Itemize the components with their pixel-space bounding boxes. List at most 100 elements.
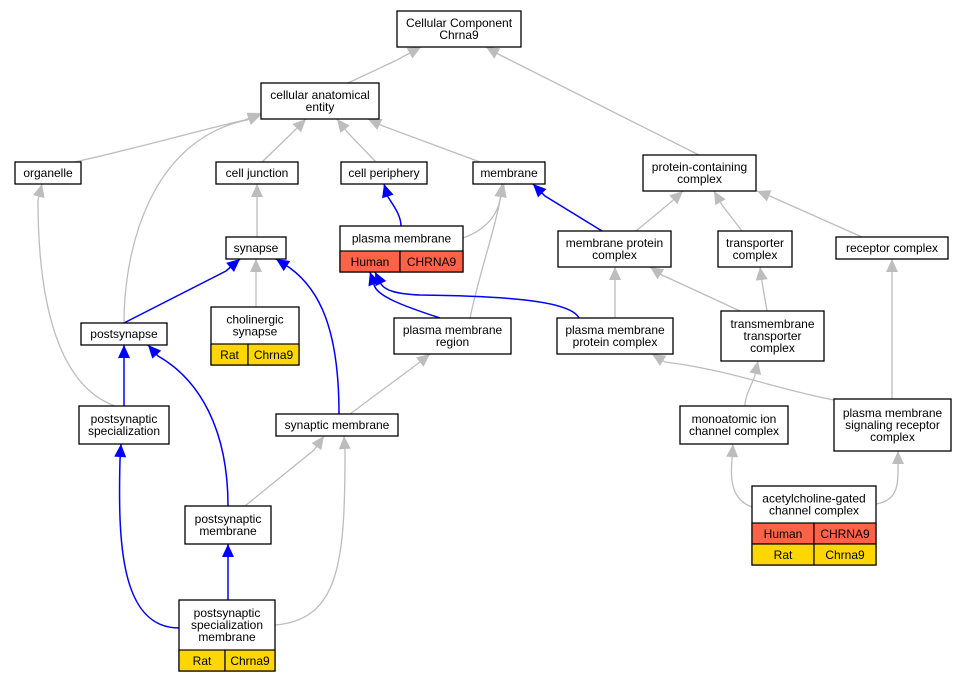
term-label-line: synaptic membrane [285, 418, 390, 432]
term-label-line: signaling receptor [845, 418, 940, 432]
gene-cell [224, 649, 276, 672]
edge-line [147, 344, 229, 507]
gene-label: Chrna9 [254, 348, 294, 362]
term-label-line: complex [870, 430, 915, 444]
term-box [556, 317, 674, 355]
arrowhead-icon [669, 191, 683, 205]
gene-label: CHRNA9 [820, 527, 870, 541]
edge-synaptic_membrane-to-synapse [275, 258, 340, 415]
edge-ach_gated_channel_complex-to-ion_channel_complex [726, 443, 753, 508]
edge-pm_protein_complex-to-membrane_protein_complex [609, 267, 621, 318]
term-label-line: complex [677, 172, 722, 186]
arrowhead-icon [714, 191, 726, 206]
term-label-line: synapse [234, 241, 279, 255]
term-label-line: protein-containing [652, 160, 747, 174]
arrowhead-icon [222, 544, 234, 557]
term-label-line: specialization [191, 618, 263, 632]
term-label-line: membrane [198, 630, 256, 644]
edge-psm-to-synaptic_membrane [274, 435, 351, 626]
edges-layer [33, 46, 904, 629]
arrowhead-icon [338, 436, 351, 450]
term-node-cell-periphery[interactable]: cell periphery [340, 161, 428, 185]
term-label-line: postsynaptic [194, 606, 261, 620]
edge-pm_region-to-membrane [469, 183, 507, 319]
term-node-membrane[interactable]: membrane [472, 161, 546, 185]
gene-cell [247, 343, 300, 366]
edge-line [123, 114, 262, 324]
term-node-cell-junction[interactable]: cell junction [215, 161, 299, 185]
edge-line [244, 435, 325, 507]
arrowhead-icon [726, 444, 739, 458]
edge-plasma_membrane-to-cell_periphery [382, 183, 402, 227]
term-label-line: plasma membrane [565, 323, 665, 337]
term-box [557, 230, 672, 268]
arrowhead-icon [114, 444, 127, 458]
species-label: Human [764, 527, 803, 541]
term-label-line: plasma membrane [352, 232, 452, 246]
gene-cell [813, 543, 877, 566]
term-box [340, 161, 428, 185]
term-node-postsynapse[interactable]: postsynapse [80, 322, 168, 346]
edge-membrane-to-cae [367, 118, 481, 163]
edge-postsynapse-to-cae [123, 113, 262, 324]
term-label-line: postsynaptic [91, 412, 158, 426]
arrowhead-icon [652, 354, 667, 366]
term-label-line: channel complex [689, 424, 779, 438]
term-label-line: complex [592, 248, 637, 262]
term-node-receptor-complex[interactable]: receptor complex [835, 236, 949, 260]
term-label-line: receptor complex [846, 241, 938, 255]
edge-postsynaptic_membrane-to-postsynapse [147, 344, 229, 507]
arrowhead-icon [650, 267, 665, 280]
species-label: Rat [774, 548, 793, 562]
term-label-line: membrane [199, 524, 257, 538]
species-label: Human [351, 255, 390, 269]
edge-line [118, 443, 180, 629]
term-node-synapse[interactable]: synapse [225, 236, 287, 260]
term-label-line: specialization [88, 424, 160, 438]
edge-line [485, 46, 700, 156]
gene-label: Chrna9 [230, 654, 270, 668]
edge-cae-to-root [347, 46, 422, 84]
term-label-line: membrane protein [566, 236, 663, 250]
arrowhead-icon [533, 184, 547, 198]
arrowhead-icon [486, 47, 501, 59]
term-box [184, 505, 272, 545]
term-label-line: complex [750, 341, 795, 355]
edge-cell_junction-to-cae [261, 118, 307, 163]
term-box [215, 161, 299, 185]
edge-ion_channel_complex-to-tm_transporter_complex [744, 360, 762, 407]
term-box [396, 10, 522, 48]
edge-ach_gated_channel_complex-to-pm_signaling_receptor_complex [875, 451, 904, 505]
arrowhead-icon [33, 184, 45, 199]
edge-membrane_protein_complex-to-membrane [532, 183, 603, 232]
edge-line [374, 271, 580, 319]
arrowhead-icon [368, 119, 383, 130]
term-box [14, 161, 82, 185]
term-node-synaptic-membrane[interactable]: synaptic membrane [275, 413, 399, 437]
term-label-line: cell periphery [348, 166, 419, 180]
edge-psm-to-postsynaptic_membrane [222, 544, 234, 600]
term-node-organelle[interactable]: organelle [14, 161, 82, 185]
term-box [472, 161, 546, 185]
term-label-line: transporter [743, 329, 801, 343]
term-label-line: cellular anatomical [270, 88, 369, 102]
term-box [80, 322, 168, 346]
